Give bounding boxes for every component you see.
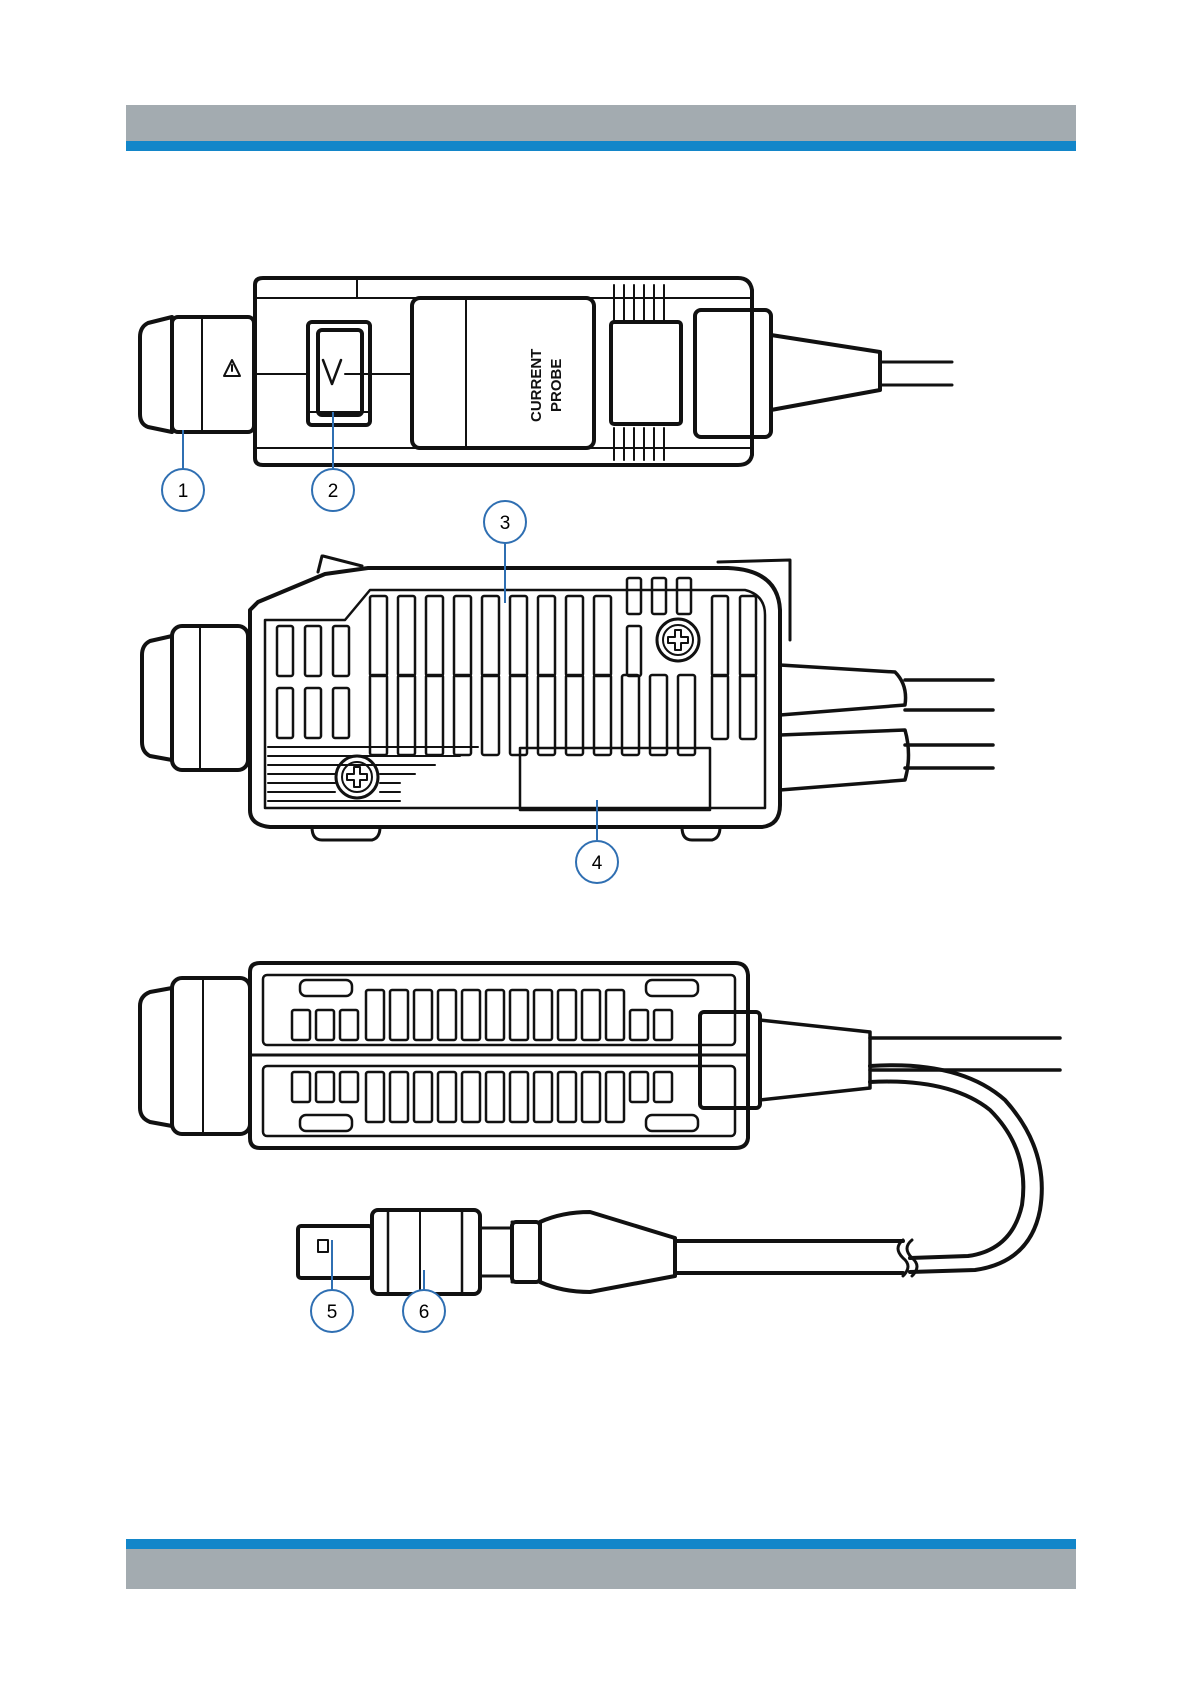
- type-label-area: [520, 748, 710, 810]
- svg-text:PROBE: PROBE: [548, 359, 565, 412]
- callout-2: 2: [312, 469, 354, 511]
- probe-body-top: [255, 278, 752, 465]
- callout-6-label: 6: [419, 1302, 430, 1323]
- callout-6: 6: [403, 1290, 445, 1332]
- probe-label-text: CURRENT: [528, 349, 545, 422]
- callout-5: 5: [311, 1290, 353, 1332]
- jaw-tip: [140, 317, 172, 432]
- callout-1-label: 1: [178, 481, 189, 502]
- jaw-sleeve: [172, 317, 254, 432]
- label-plate: [412, 298, 594, 448]
- callout-1: 1: [162, 469, 204, 511]
- callout-3: 3: [484, 501, 526, 543]
- callout-3-label: 3: [500, 513, 511, 534]
- slider-button: [318, 330, 362, 415]
- probe-side-view: [142, 556, 993, 840]
- probe-top-view: CURRENT PROBE: [140, 278, 952, 465]
- probe-bottom-view: [140, 963, 1060, 1294]
- connector-plug: [298, 1226, 372, 1278]
- rear-window: [611, 322, 681, 424]
- callouts: 1 2 3 4 5 6: [162, 412, 618, 1332]
- strain-relief: [695, 310, 771, 437]
- screw-icon: [657, 619, 699, 661]
- screw-icon: [336, 756, 378, 798]
- callout-5-label: 5: [327, 1302, 338, 1323]
- callout-4-label: 4: [592, 853, 603, 874]
- callout-2-label: 2: [328, 481, 339, 502]
- probe-body-side: [250, 568, 780, 827]
- callout-4: 4: [576, 841, 618, 883]
